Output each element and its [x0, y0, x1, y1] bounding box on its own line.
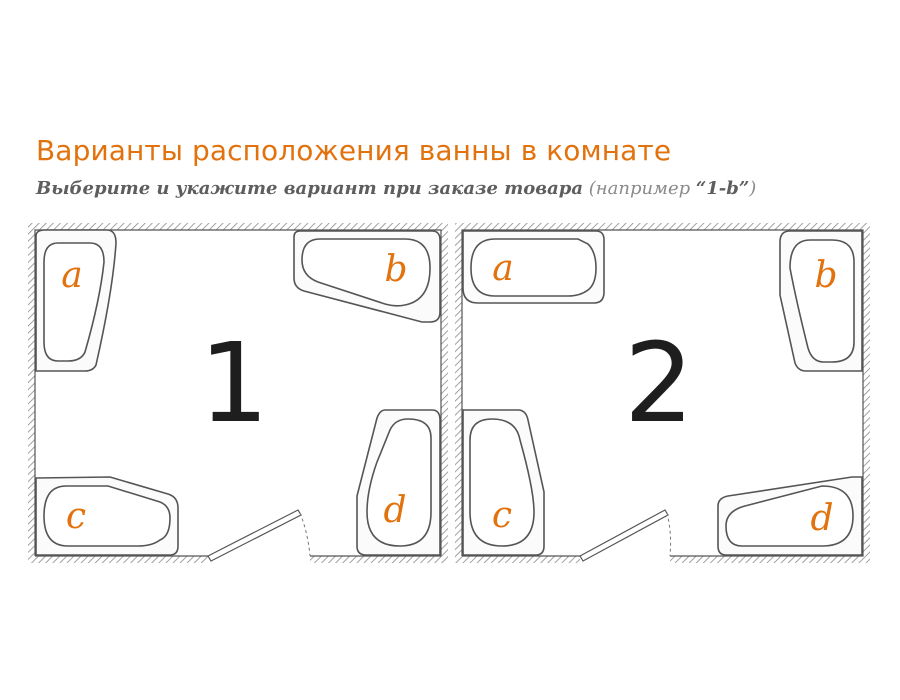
- tub-2-b[interactable]: b: [779, 230, 863, 372]
- tub-1-a-label: a: [61, 255, 82, 296]
- room-2: a b c d 2: [455, 223, 870, 563]
- tub-2-b-label: b: [814, 255, 837, 296]
- tub-1-c[interactable]: c: [35, 476, 179, 556]
- room-1-number: 1: [199, 319, 269, 447]
- tub-1-b-label: b: [384, 249, 407, 290]
- page-subtitle: Выберите и укажите вариант при заказе то…: [36, 178, 756, 199]
- tub-1-d-label: d: [383, 490, 406, 531]
- room-1-walls: [28, 223, 448, 563]
- page-title: Варианты расположения ванны в комнате: [36, 134, 672, 167]
- tub-2-d[interactable]: d: [717, 476, 863, 556]
- tub-1-c-label: c: [66, 496, 86, 537]
- room-2-number: 2: [624, 319, 694, 447]
- room-1-door: [207, 509, 311, 562]
- tub-2-c[interactable]: c: [462, 409, 545, 556]
- subtitle-main: Выберите и укажите вариант при заказе то…: [36, 178, 584, 199]
- room-1: a b c d 1: [28, 223, 448, 563]
- subtitle-example-prefix: (например: [583, 178, 696, 199]
- tub-2-d-label: d: [810, 498, 833, 539]
- tub-1-b[interactable]: b: [293, 230, 441, 323]
- room-2-door: [579, 509, 672, 562]
- tub-2-a-label: a: [492, 248, 513, 289]
- subtitle-example-suffix: ): [749, 178, 757, 199]
- tub-2-c-label: c: [492, 495, 512, 536]
- subtitle-example-code: “1-b”: [695, 178, 750, 199]
- room-2-walls: [455, 223, 870, 563]
- tub-1-d[interactable]: d: [356, 409, 441, 556]
- tub-2-a[interactable]: a: [462, 230, 605, 304]
- tub-1-a[interactable]: a: [35, 229, 117, 372]
